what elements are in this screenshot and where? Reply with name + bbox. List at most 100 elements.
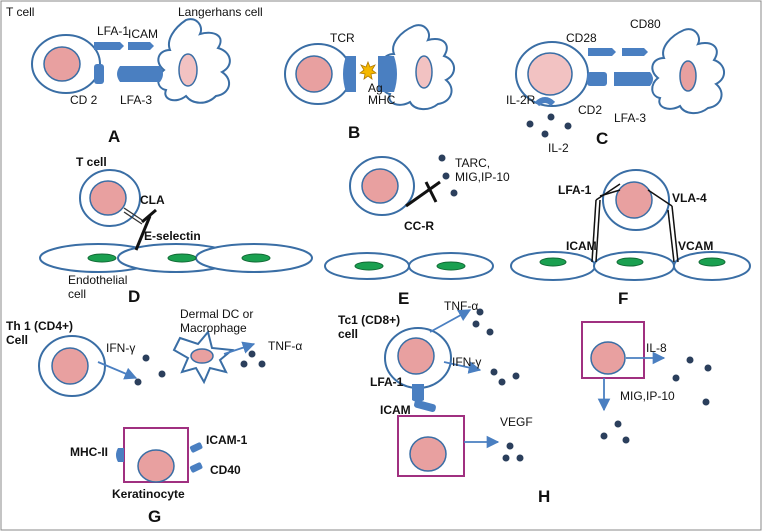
vegf-dot (516, 454, 524, 462)
tnfa-dot (240, 360, 248, 368)
vla4-line-f (647, 189, 673, 207)
cd28-label: CD28 (566, 31, 597, 45)
lfa1-receptor-a (94, 42, 124, 50)
il2r-receptor (534, 97, 556, 107)
vla4-line-f (671, 205, 679, 263)
cd40-receptor (189, 462, 203, 473)
il8-label: IL-8 (646, 341, 667, 355)
cla-line (123, 211, 143, 225)
endothelial-nucleus-d (241, 253, 271, 263)
panel-letter-b: B (348, 123, 360, 142)
tcr-receptor (343, 56, 356, 92)
chemokine-dot (450, 189, 458, 197)
vegf-dot (502, 454, 510, 462)
e-selectin-line (141, 208, 157, 224)
tc1-label-2: cell (338, 327, 358, 341)
panel-letter-e: E (398, 289, 409, 308)
il2-dot (526, 120, 534, 128)
panel-letter-a: A (108, 127, 120, 146)
endothelial-nucleus-f (616, 257, 644, 267)
endothelial-nucleus-d (87, 253, 117, 263)
lfa1-label-h: LFA-1 (370, 375, 404, 389)
vla4-line-f (667, 209, 675, 263)
panel-b: TCR Ag MHC B (284, 24, 455, 142)
endothelial-nucleus-f (698, 257, 726, 267)
dermal-dc-label: Dermal DC or (180, 307, 253, 321)
e-selectin-line (134, 215, 152, 251)
endothelial-nucleus-e (354, 261, 384, 271)
tcr-label: TCR (330, 31, 355, 45)
chemokine-dot (438, 154, 446, 162)
panel-letter-d: D (128, 287, 140, 306)
keratinocyte-nucleus-h2 (590, 341, 626, 375)
vla4-label: VLA-4 (672, 191, 707, 205)
t-cell-label-d: T cell (76, 155, 107, 169)
icam-label-a: ICAM (128, 27, 158, 41)
panel-letter-c: C (596, 129, 608, 148)
cd80-receptor (622, 48, 648, 56)
cd2-receptor-a (94, 64, 104, 84)
cd2-label-a: CD 2 (70, 93, 98, 107)
t-cell-nucleus-b (295, 55, 333, 93)
tarc-label: TARC, (455, 156, 490, 170)
panel-letter-g: G (148, 507, 161, 526)
langerhans-label: Langerhans cell (178, 5, 263, 19)
cla-line (123, 207, 143, 221)
icam-receptor-a (128, 42, 154, 50)
mhc2-label: MHC-II (70, 445, 108, 459)
ccr-label: CC-R (404, 219, 434, 233)
ifng-label-h: IFN-γ (452, 355, 481, 369)
ifng-label-th1: IFN-γ (106, 341, 135, 355)
icam1-label: ICAM-1 (206, 433, 248, 447)
endothelial-nucleus-f (539, 257, 567, 267)
icam-label-h: ICAM (380, 403, 411, 417)
lfa1-receptor-h (412, 384, 424, 402)
endothelial-label: Endothelial (68, 273, 127, 287)
apc-nucleus-b (415, 55, 433, 89)
il2-label: IL-2 (548, 141, 569, 155)
tnfa-dot-h (476, 308, 484, 316)
keratinocyte-nucleus-h (409, 436, 447, 472)
cd28-receptor (588, 48, 616, 56)
ifng-dot-h (490, 368, 498, 376)
panel-d: T cell CLA E-selectin Endothelial cell D (39, 155, 313, 306)
dermal-dc-nucleus (190, 348, 214, 364)
tnfa-dot-h (472, 320, 480, 328)
ifng-arrow-h (443, 361, 482, 374)
lfa1-line-f (595, 199, 601, 263)
mig-label-e: MIG,IP-10 (455, 170, 510, 184)
lfa3-label-c: LFA-3 (614, 111, 646, 125)
mhc2-receptor (116, 448, 124, 462)
cla-label: CLA (140, 193, 165, 207)
il2-dot (564, 122, 572, 130)
lfa1-label-a: LFA-1 (97, 24, 129, 38)
panel-g: MHC-II ICAM-1 CD40 Keratinocyte G (70, 427, 248, 526)
endothelial-nucleus-d (167, 253, 197, 263)
cd40-label: CD40 (210, 463, 241, 477)
mhc-label: MHC (368, 93, 396, 107)
icam-label-f: ICAM (566, 239, 597, 253)
il8-dot (702, 398, 710, 406)
mig-dot (622, 436, 630, 444)
endothelial-nucleus-e (436, 261, 466, 271)
lfa1-line-f (595, 183, 621, 201)
th1-nucleus (51, 347, 89, 385)
il2-dot (541, 130, 549, 138)
keratinocyte-label: Keratinocyte (112, 487, 185, 501)
t-cell-nucleus-f (615, 181, 653, 219)
panel-e: TARC, MIG,IP-10 CC-R E (324, 154, 510, 308)
tnfa-label-th1: TNF-α (268, 339, 302, 353)
t-cell-nucleus-a (43, 46, 81, 82)
vcam-label: VCAM (678, 239, 713, 253)
panel-letter-h: H (538, 487, 550, 506)
cd2-receptor-c (587, 72, 607, 86)
il8-dot (672, 374, 680, 382)
vegf-dot (506, 442, 514, 450)
icam-receptor-h (414, 399, 436, 413)
ccr-receptor (424, 181, 438, 203)
ifng-dot (142, 354, 150, 362)
tnfa-label-h: TNF-α (444, 299, 478, 313)
tnfa-dot-h (486, 328, 494, 336)
antigen-star (359, 60, 377, 80)
